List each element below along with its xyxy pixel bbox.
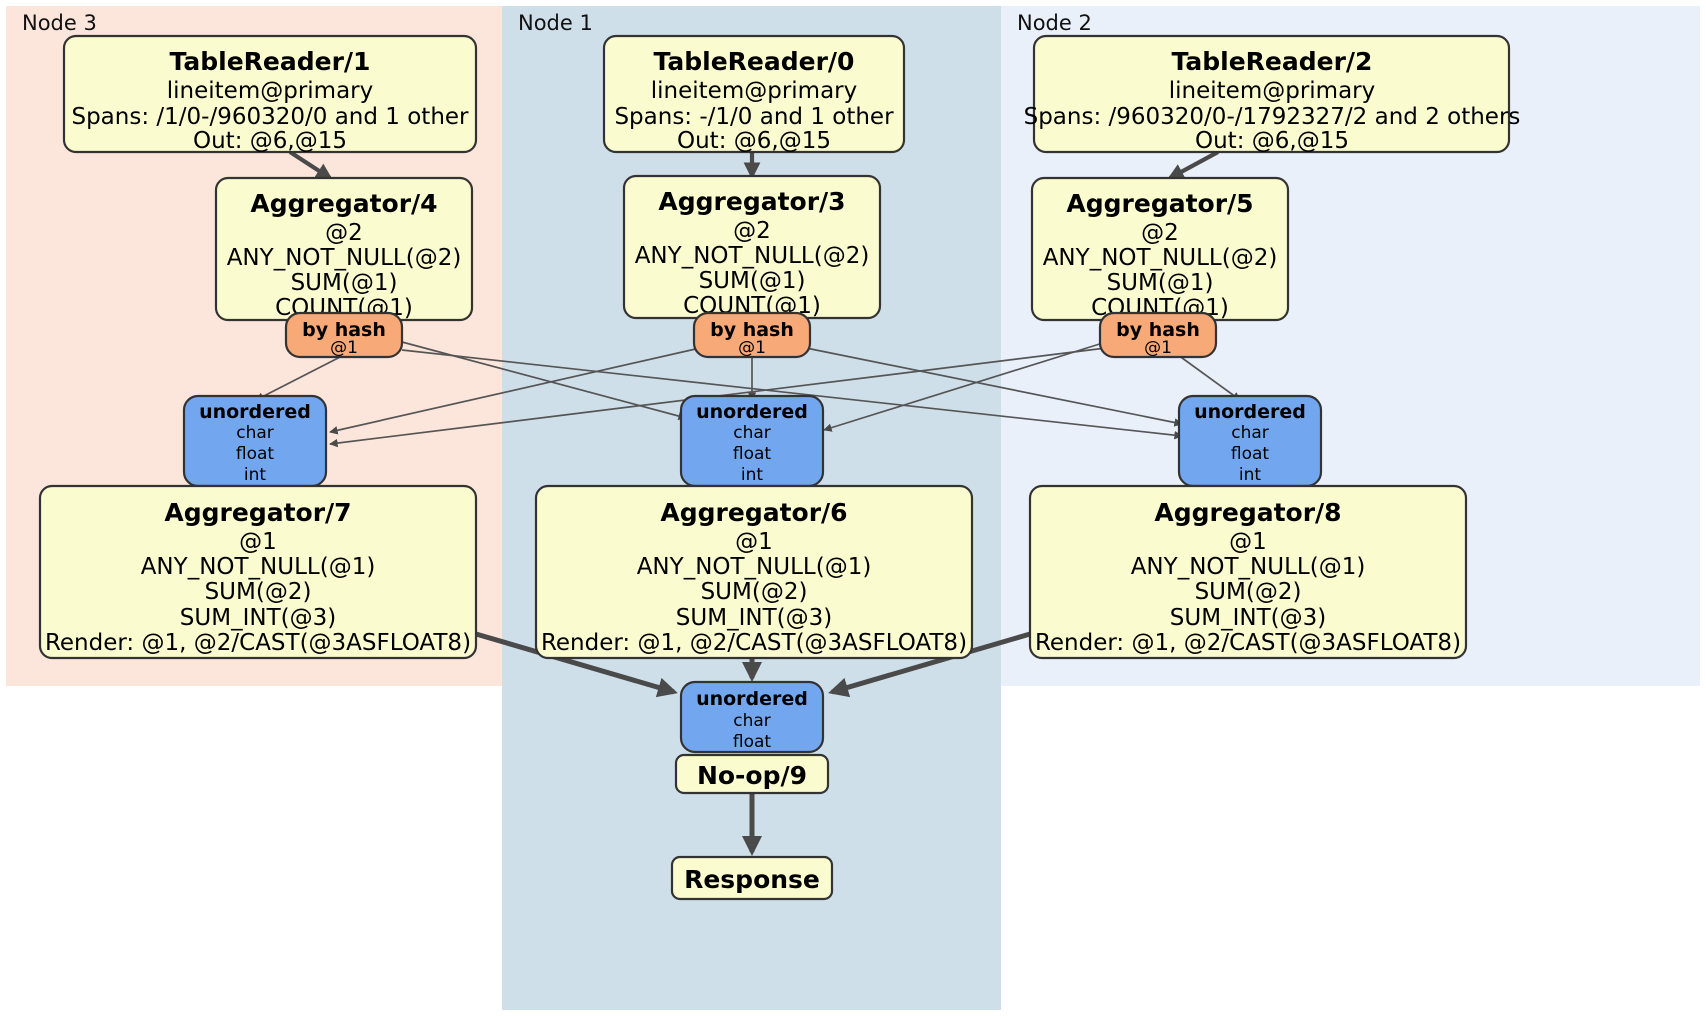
- unordered-center-title: unordered: [696, 401, 808, 423]
- node-aggregator6[interactable]: Aggregator/6 @1 ANY_NOT_NULL(@1) SUM(@2)…: [534, 484, 974, 660]
- node-noop9[interactable]: No-op/9: [674, 753, 830, 795]
- unordered-center-line-1: float: [733, 444, 772, 464]
- tablereader2-title: TableReader/2: [1172, 47, 1373, 76]
- unordered-right-line-1: float: [1231, 444, 1270, 464]
- tablereader0-line-0: lineitem@primary: [651, 78, 857, 104]
- edge-tablereader2-aggregator5: [1167, 150, 1220, 180]
- node-tablereader1[interactable]: TableReader/1 lineitem@primary Spans: /1…: [62, 34, 478, 154]
- stream-unordered-right[interactable]: unordered char float int: [1177, 394, 1323, 488]
- router-byhash-center[interactable]: by hash @1: [692, 311, 812, 359]
- unordered-right-title: unordered: [1194, 401, 1306, 423]
- stream-unordered-final[interactable]: unordered char float: [679, 680, 825, 754]
- aggregator5-line-2: SUM(@1): [1107, 270, 1214, 296]
- unordered-center-line-2: int: [741, 465, 763, 485]
- aggregator8-line-2: SUM(@2): [1195, 579, 1302, 605]
- stream-unordered-center[interactable]: unordered char float int: [679, 394, 825, 488]
- aggregator5-line-1: ANY_NOT_NULL(@2): [1043, 245, 1278, 271]
- response-title: Response: [684, 865, 820, 894]
- node-aggregator4[interactable]: Aggregator/4 @2 ANY_NOT_NULL(@2) SUM(@1)…: [214, 176, 474, 322]
- edge-hashcenter-unorderedright: [805, 347, 1183, 427]
- aggregator4-title: Aggregator/4: [250, 189, 437, 218]
- aggregator7-line-2: SUM(@2): [205, 579, 312, 605]
- aggregator4-line-2: SUM(@1): [291, 270, 398, 296]
- aggregator7-line-0: @1: [239, 529, 277, 555]
- aggregator7-line-3: SUM_INT(@3): [180, 605, 336, 631]
- tablereader2-line-1: Spans: /960320/0-/1792327/2 and 2 others: [1024, 104, 1521, 130]
- unordered-left-line-0: char: [236, 423, 274, 443]
- node-aggregator5[interactable]: Aggregator/5 @2 ANY_NOT_NULL(@2) SUM(@1)…: [1030, 176, 1290, 322]
- unordered-left-title: unordered: [199, 401, 311, 423]
- unordered-center-line-0: char: [733, 423, 771, 443]
- aggregator8-title: Aggregator/8: [1154, 498, 1341, 527]
- aggregator8-line-0: @1: [1229, 529, 1267, 555]
- byhash-left-title: by hash: [302, 319, 386, 341]
- edge-aggregator8-unorderedfinal: [828, 631, 1031, 698]
- unordered-final-title: unordered: [696, 688, 808, 710]
- aggregator7-line-4: Render: @1, @2/CAST(@3ASFLOAT8): [45, 630, 471, 656]
- aggregator6-line-2: SUM(@2): [701, 579, 808, 605]
- edge-aggregator7-unorderedfinal: [475, 631, 678, 698]
- tablereader0-title: TableReader/0: [654, 47, 855, 76]
- aggregator8-line-3: SUM_INT(@3): [1170, 605, 1326, 631]
- aggregator7-title: Aggregator/7: [164, 498, 351, 527]
- aggregator6-line-3: SUM_INT(@3): [676, 605, 832, 631]
- unordered-final-line-1: float: [733, 732, 772, 752]
- node-tablereader2[interactable]: TableReader/2 lineitem@primary Spans: /9…: [1024, 34, 1521, 154]
- node-response[interactable]: Response: [670, 855, 834, 901]
- edge-hashcenter-unorderedleft: [329, 347, 701, 435]
- router-byhash-right[interactable]: by hash @1: [1098, 311, 1218, 359]
- aggregator6-line-1: ANY_NOT_NULL(@1): [637, 554, 872, 580]
- stream-unordered-left[interactable]: unordered char float int: [182, 394, 328, 488]
- aggregator6-line-0: @1: [735, 529, 773, 555]
- tablereader1-line-1: Spans: /1/0-/960320/0 and 1 other: [71, 104, 469, 130]
- tablereader0-line-1: Spans: -/1/0 and 1 other: [614, 104, 894, 130]
- aggregator6-line-4: Render: @1, @2/CAST(@3ASFLOAT8): [541, 630, 967, 656]
- panel-label-node3: Node 3: [22, 11, 97, 35]
- byhash-center-title: by hash: [710, 319, 794, 341]
- tablereader2-line-2: Out: @6,@15: [1195, 128, 1349, 154]
- tablereader1-title: TableReader/1: [170, 47, 371, 76]
- edge-hashright-unorderedright: [1177, 354, 1241, 401]
- unordered-final-line-0: char: [733, 711, 771, 731]
- aggregator4-line-1: ANY_NOT_NULL(@2): [227, 245, 462, 271]
- aggregator4-line-0: @2: [325, 220, 363, 246]
- unordered-right-line-2: int: [1239, 465, 1261, 485]
- unordered-right-line-0: char: [1231, 423, 1269, 443]
- edge-hashleft-unorderedright: [401, 349, 1183, 440]
- byhash-right-line-0: @1: [1144, 338, 1172, 358]
- aggregator6-title: Aggregator/6: [660, 498, 847, 527]
- panel-label-node1: Node 1: [518, 11, 593, 35]
- aggregator3-line-2: SUM(@1): [699, 268, 806, 294]
- aggregator3-line-0: @2: [733, 218, 771, 244]
- tablereader2-line-0: lineitem@primary: [1169, 78, 1375, 104]
- node-tablereader0[interactable]: TableReader/0 lineitem@primary Spans: -/…: [602, 34, 906, 154]
- aggregator7-line-1: ANY_NOT_NULL(@1): [141, 554, 376, 580]
- unordered-left-line-2: int: [244, 465, 266, 485]
- byhash-center-line-0: @1: [738, 338, 766, 358]
- aggregator5-line-0: @2: [1141, 220, 1179, 246]
- aggregator8-line-4: Render: @1, @2/CAST(@3ASFLOAT8): [1035, 630, 1461, 656]
- unordered-left-line-1: float: [236, 444, 275, 464]
- tablereader1-line-2: Out: @6,@15: [193, 128, 347, 154]
- aggregator3-title: Aggregator/3: [658, 187, 845, 216]
- edge-hashleft-unorderedleft: [255, 354, 345, 401]
- node-aggregator7[interactable]: Aggregator/7 @1 ANY_NOT_NULL(@1) SUM(@2)…: [38, 484, 478, 660]
- aggregator5-title: Aggregator/5: [1066, 189, 1253, 218]
- node-aggregator8[interactable]: Aggregator/8 @1 ANY_NOT_NULL(@1) SUM(@2)…: [1028, 484, 1468, 660]
- aggregator3-line-1: ANY_NOT_NULL(@2): [635, 243, 870, 269]
- edge-hashright-unorderedcenter: [823, 341, 1107, 432]
- noop9-title: No-op/9: [697, 761, 807, 790]
- aggregator8-line-1: ANY_NOT_NULL(@1): [1131, 554, 1366, 580]
- tablereader1-line-0: lineitem@primary: [167, 78, 373, 104]
- byhash-right-title: by hash: [1116, 319, 1200, 341]
- router-byhash-left[interactable]: by hash @1: [284, 311, 404, 359]
- tablereader0-line-2: Out: @6,@15: [677, 128, 831, 154]
- edge-tablereader1-aggregator4: [288, 150, 333, 180]
- panel-label-node2: Node 2: [1017, 11, 1092, 35]
- node-aggregator3[interactable]: Aggregator/3 @2 ANY_NOT_NULL(@2) SUM(@1)…: [622, 174, 882, 320]
- byhash-left-line-0: @1: [330, 338, 358, 358]
